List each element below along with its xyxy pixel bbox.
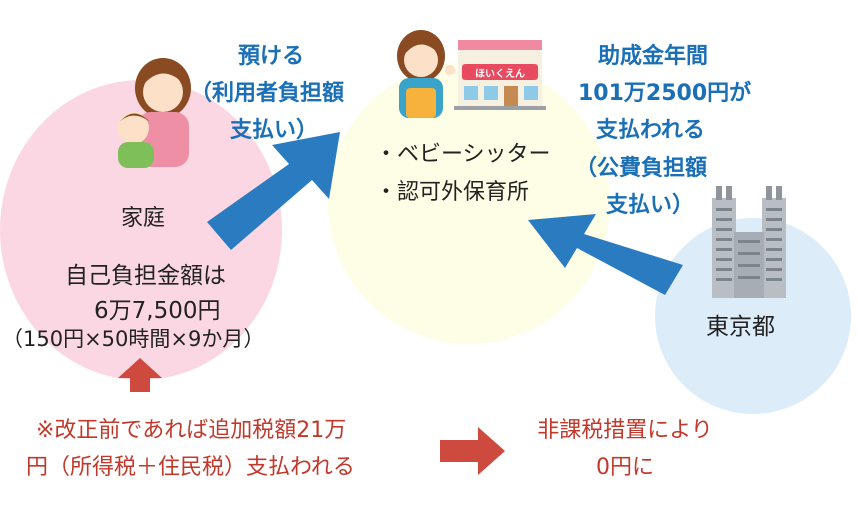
nursery-building-icon <box>454 40 546 110</box>
family-label: 家庭 <box>121 206 166 231</box>
self-pay-line2: 6万7,500円 <box>94 298 221 324</box>
tax-note-line1: ※改正前であれば追加税額21万 <box>36 418 347 443</box>
subsidy-note-line4: （公費負担額 <box>575 156 708 181</box>
nursery-sign-text: ほいくえん <box>475 69 525 80</box>
self-pay-line1: 自己負担金額は <box>65 263 226 289</box>
result-note-line1: 非課税措置により <box>537 418 713 443</box>
arrow-tokyo-to-sitter <box>528 214 683 295</box>
sitter-item-nursery: ・認可外保育所 <box>375 180 530 205</box>
result-note-line2: 0円に <box>596 455 654 480</box>
subsidy-note-line1: 助成金年間 <box>598 44 709 69</box>
deposit-note-line3: 支払い） <box>230 118 319 143</box>
tokyo-label: 東京都 <box>706 314 775 340</box>
sitter-item-babysitter: ・ベビーシッター <box>375 142 551 167</box>
nursery-teacher-icon <box>397 30 455 118</box>
subsidy-note-line5: 支払い） <box>606 193 695 218</box>
deposit-note-line1: 預ける <box>238 44 305 69</box>
self-pay-calc: （150円×50時間×9か月） <box>2 327 265 351</box>
arrow-right-red <box>440 427 505 475</box>
subsidy-note-line3: 支払われる <box>596 118 705 143</box>
deposit-note-line2: （利用者負担額 <box>190 81 345 106</box>
arrow-up-red <box>118 358 162 392</box>
subsidy-note-line2: 101万2500円が <box>578 81 752 106</box>
mother-child-icon <box>117 58 191 168</box>
arrow-family-to-sitter <box>207 132 340 250</box>
government-building-icon <box>712 186 786 298</box>
tax-note-line2: 円（所得税＋住民税）支払われる <box>26 455 355 480</box>
